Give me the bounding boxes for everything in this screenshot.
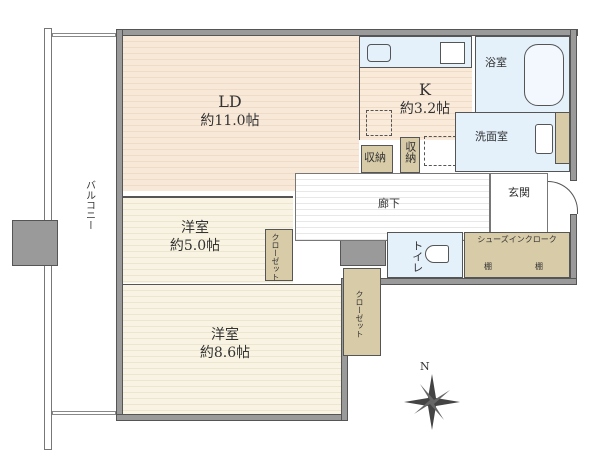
shelf-2-label: 棚 xyxy=(535,262,543,271)
washing-machine-space xyxy=(424,136,456,166)
room-western-1-name: 洋室 xyxy=(181,220,209,236)
room-western-2 xyxy=(123,284,341,414)
balcony-label: バルコニー xyxy=(83,180,95,230)
toilet-icon xyxy=(425,245,449,263)
room-hallway xyxy=(295,173,490,241)
room-western-1-size: 約5.0帖 xyxy=(169,237,221,254)
room-kitchen-label: K 約3.2帖 xyxy=(385,80,465,118)
washroom-shelf xyxy=(555,112,570,164)
room-kitchen-name: K xyxy=(419,80,431,99)
compass-icon xyxy=(404,374,460,430)
balcony-edge-bottom xyxy=(52,411,116,415)
room-western-2-name: 洋室 xyxy=(211,327,239,343)
room-entrance-label: 玄関 xyxy=(508,186,530,199)
entrance-door[interactable] xyxy=(548,181,578,214)
room-bath-label: 浴室 xyxy=(485,56,507,69)
room-western-1-label: 洋室 約5.0帖 xyxy=(155,220,235,255)
compass-north-label: N xyxy=(420,360,430,373)
storage-2-label: 収納 xyxy=(403,141,417,163)
washbasin-icon xyxy=(535,124,553,154)
wall-outer-left xyxy=(116,29,123,421)
closet-2 xyxy=(343,268,381,356)
compass-star-minor xyxy=(414,384,450,420)
room-entrance xyxy=(490,173,548,233)
bathtub-icon xyxy=(524,44,564,106)
closet-1 xyxy=(265,229,293,281)
room-western-2-label: 洋室 約8.6帖 xyxy=(185,327,265,362)
closet-2-label: クローゼット xyxy=(355,290,364,338)
closet-1-label: クローゼット xyxy=(271,233,280,281)
shoe-closet xyxy=(464,232,570,278)
stove-icon xyxy=(440,42,465,64)
room-ld xyxy=(123,36,359,191)
wall-outer-top xyxy=(116,29,578,36)
room-washroom-label: 洗面室 xyxy=(475,130,508,143)
shoe-closet-label: シューズインクローク xyxy=(477,235,557,244)
sink-icon xyxy=(367,44,391,62)
storage-2 xyxy=(400,137,420,173)
fridge-space xyxy=(366,110,392,136)
balcony-edge-top xyxy=(52,33,116,37)
room-ld-size: 約11.0帖 xyxy=(200,112,260,129)
wall-outer-bottom xyxy=(116,414,348,421)
room-hallway-label: 廊下 xyxy=(378,197,400,210)
wall-right xyxy=(570,29,577,181)
room-western-1 xyxy=(123,196,293,283)
balcony-column xyxy=(12,220,58,266)
room-toilet-label: トイレ xyxy=(410,240,424,273)
room-ld-name: LD xyxy=(218,92,242,111)
shelf-1-label: 棚 xyxy=(484,262,492,271)
storage-1-label: 収納 xyxy=(364,151,386,164)
room-western-2-size: 約8.6帖 xyxy=(199,344,251,361)
wall-right-lower xyxy=(570,214,577,284)
room-kitchen-size: 約3.2帖 xyxy=(399,100,451,117)
room-ld-label: LD 約11.0帖 xyxy=(190,92,270,130)
storage-1 xyxy=(361,145,393,173)
